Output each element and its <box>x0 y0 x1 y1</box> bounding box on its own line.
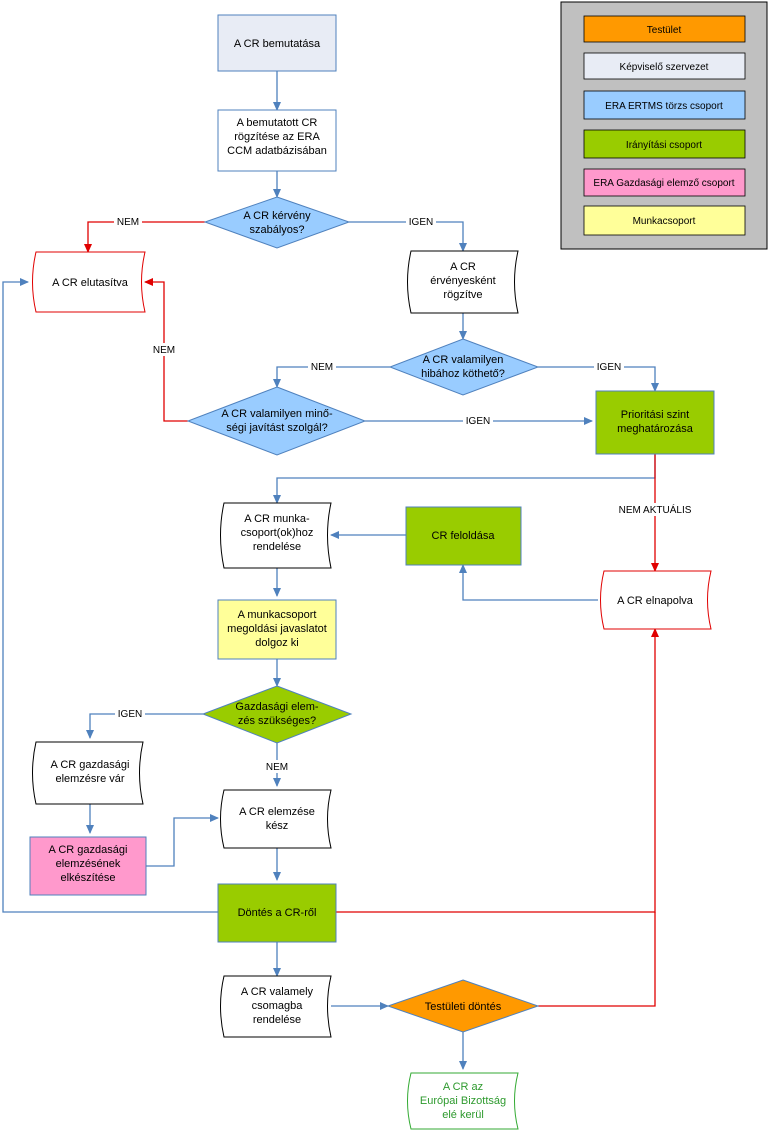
node-munkacsoporthoz-rendeles: A CR munka- csoport(ok)hoz rendelése <box>220 502 332 569</box>
edge-gazd-var <box>86 713 203 739</box>
node-csomagba-rendeles: A CR valamely csomagba rendelése <box>220 975 332 1038</box>
node-label: A CR elnapolva <box>617 595 694 607</box>
edge-elnapolva-feloldas <box>459 564 598 601</box>
legend-item-munkacsoport: Munkacsoport <box>583 205 746 236</box>
edge-hibahoz-minosegi <box>273 366 390 388</box>
node-cr-rogzitese: A bemutatott CR rögzítése az ERA CCM ada… <box>217 109 337 172</box>
legend-item-kepviselo: Képviselő szervezet <box>583 52 746 80</box>
node-cr-elnapolva: A CR elnapolva <box>600 570 712 630</box>
node-label: megoldási javaslatot <box>227 623 327 635</box>
legend-label: Irányítási csoport <box>626 140 702 151</box>
node-label: A CR kérvény <box>243 210 311 222</box>
node-label: elemzésre vár <box>55 773 124 785</box>
node-label: rögzítve <box>443 289 482 301</box>
node-gazdasagi-elemzes-keszites: A CR gazdasági elemzésének elkészítése <box>29 836 147 896</box>
node-cr-bemutatasa: A CR bemutatása <box>217 14 337 72</box>
node-label: A CR gazdasági <box>51 759 130 771</box>
node-label: csoport(ok)hoz <box>241 527 314 539</box>
node-label: kész <box>266 820 289 832</box>
edge-label-igen-gazd: IGEN <box>118 709 142 720</box>
node-cr-feloldasa: CR feloldása <box>405 506 522 566</box>
node-label: rendelése <box>253 1014 301 1026</box>
node-label: csomagba <box>252 1000 304 1012</box>
node-label: Döntés a CR-ről <box>238 907 317 919</box>
node-cr-elutasitva: A CR elutasítva <box>32 251 146 313</box>
node-label: A CR valamilyen <box>423 354 504 366</box>
edge-label-igen-minosegi: IGEN <box>466 416 490 427</box>
decision-kerveny-szabalyos: A CR kérvény szabályos? <box>203 196 351 249</box>
edge-label-nem-szabalyos: NEM <box>117 217 139 228</box>
decision-hibahoz-kotheto: A CR valamilyen hibához köthető? <box>388 338 540 396</box>
decision-gazdasagi-elemzes: Gazdasági elem- zés szükséges? <box>201 685 353 744</box>
edge-dontes-elutasitva <box>2 278 218 913</box>
edge-testuleti-elnapolva <box>538 912 656 1007</box>
legend-item-testulet: Testület <box>583 15 746 43</box>
node-label: A CR valamilyen minő- <box>221 408 333 420</box>
node-label: CR feloldása <box>432 530 496 542</box>
node-label: elkészítése <box>60 872 115 884</box>
edge-label-nem-hibahoz: NEM <box>311 362 333 373</box>
node-label: hibához köthető? <box>421 368 505 380</box>
node-label: meghatározása <box>617 423 694 435</box>
node-label: Gazdasági elem- <box>235 701 318 713</box>
node-label: A bemutatott CR <box>237 117 318 129</box>
legend-label: ERA Gazdasági elemző csoport <box>593 178 734 189</box>
edge-szabalyos-elutasitva <box>84 221 205 253</box>
legend-item-torzs-csoport: ERA ERTMS törzs csoport <box>583 90 746 120</box>
node-label: CCM adatbázisában <box>227 145 327 157</box>
node-label: elé kerül <box>442 1109 484 1121</box>
node-cr-ervenyes: A CR érvényesként rögzítve <box>407 250 519 314</box>
legend: Testület Képviselő szervezet ERA ERTMS t… <box>560 1 768 250</box>
legend-label: Testület <box>647 25 682 36</box>
edge-label-igen-hibahoz: IGEN <box>597 362 621 373</box>
node-label: rendelése <box>253 541 301 553</box>
node-label: A CR <box>450 261 476 273</box>
edge-dontes-elnapolva <box>336 628 659 913</box>
node-prioritasi-szint: Prioritási szint meghatározása <box>595 390 715 455</box>
node-label: A CR elemzése <box>239 806 315 818</box>
node-label: A CR gazdasági <box>49 844 128 856</box>
node-label: elemzésének <box>56 858 121 870</box>
node-label: Prioritási szint <box>621 409 689 421</box>
node-label: Testületi döntés <box>425 1001 502 1013</box>
node-label: A munkacsoport <box>238 609 317 621</box>
node-label: zés szükséges? <box>238 715 316 727</box>
legend-label: Munkacsoport <box>633 216 696 227</box>
decision-testuleti-dontes: Testületi döntés <box>386 979 540 1033</box>
legend-label: ERA ERTMS törzs csoport <box>605 101 723 112</box>
node-label: A CR bemutatása <box>234 38 321 50</box>
node-dontes-a-cr-rol: Döntés a CR-ről <box>217 883 337 943</box>
edge-label-nem-gazd: NEM <box>266 762 288 773</box>
legend-item-gazdasagi: ERA Gazdasági elemző csoport <box>583 168 746 197</box>
edge-keszites-kesz <box>146 814 219 867</box>
node-gazdasagi-elemzesre-var: A CR gazdasági elemzésre vár <box>32 741 144 805</box>
node-label: rögzítése az ERA <box>234 131 320 143</box>
node-label: A CR az <box>443 1081 483 1093</box>
edge-label-nem-aktualis: NEM AKTUÁLIS <box>619 503 692 516</box>
decision-minosegi-javitas: A CR valamilyen minő- ségi javítást szol… <box>186 386 367 456</box>
node-label: szabályos? <box>249 224 304 236</box>
edge-label-igen-szabalyos: IGEN <box>409 217 433 228</box>
legend-item-iranyitasi: Irányítási csoport <box>583 129 746 159</box>
node-label: A CR munka- <box>244 513 310 525</box>
edge-prioritas-munkacsoporthoz <box>273 454 656 504</box>
edge-hibahoz-prioritas <box>538 366 659 392</box>
node-cr-elemzese-kesz: A CR elemzése kész <box>220 789 332 849</box>
edge-szabalyos-ervenyes <box>349 221 467 252</box>
node-europai-bizottsag: A CR az Európai Bizottság elé kerül <box>407 1072 519 1130</box>
red-connectors <box>84 221 659 1007</box>
node-label: érvényesként <box>430 275 495 287</box>
node-label: Európai Bizottság <box>420 1095 506 1107</box>
node-label: A CR elutasítva <box>52 277 129 289</box>
node-label: A CR valamely <box>241 986 314 998</box>
node-megoldasi-javaslat: A munkacsoport megoldási javaslatot dolg… <box>217 599 337 660</box>
node-label: ségi javítást szolgál? <box>226 422 328 434</box>
node-label: dolgoz ki <box>255 637 298 649</box>
edge-label-nem-minosegi: NEM <box>153 345 175 356</box>
legend-label: Képviselő szervezet <box>620 62 709 73</box>
